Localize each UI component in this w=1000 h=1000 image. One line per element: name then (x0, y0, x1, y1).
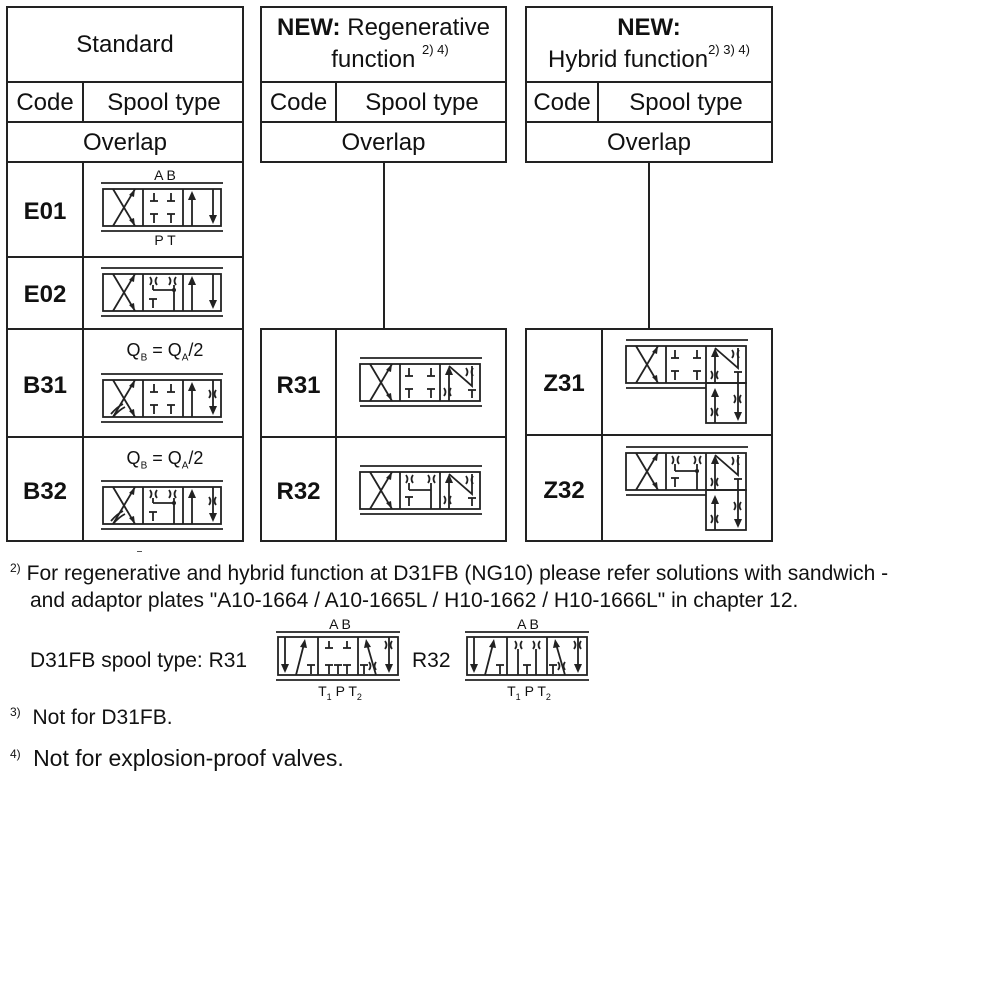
divider (597, 81, 599, 123)
spool-symbol-b31 (101, 373, 223, 423)
connector-line (383, 161, 385, 330)
divider (260, 436, 507, 438)
divider (82, 161, 84, 542)
standard-body (6, 161, 244, 542)
spool-symbol-z31 (625, 339, 748, 424)
spool-code-e02: E02 (23, 281, 67, 308)
hybrid-header-row (525, 81, 773, 123)
stray-mark (137, 551, 142, 552)
hybrid-title-line2: Hybrid function2) 3) 4) (548, 42, 750, 73)
divider (6, 436, 244, 438)
divider (82, 81, 84, 123)
subheader-overlap: Overlap (341, 129, 426, 156)
hybrid-title-line1: NEW: (617, 14, 681, 41)
header-code: Code (269, 89, 328, 116)
spool-code-r32: R32 (276, 478, 321, 505)
d31fb-r31-ports-bottom: T1 P T2 (318, 683, 362, 702)
spool-symbol-r32 (359, 465, 482, 515)
regenerative-title-cell (260, 6, 507, 83)
d31fb-r32-label: R32 (412, 649, 451, 672)
spool-code-z32: Z32 (543, 477, 585, 504)
standard-title-cell (6, 6, 244, 83)
footnote-4: 4) Not for explosion-proof valves. (10, 745, 344, 771)
spool-symbol-b32 (101, 480, 223, 530)
flow-note-b32: QB = QA/2 (126, 448, 204, 472)
d31fb-r32-ports-bottom: T1 P T2 (507, 683, 551, 702)
footnote-3: 3) Not for D31FB. (10, 705, 173, 729)
spool-symbol-z32 (625, 446, 748, 531)
spool-symbol-e01 (101, 182, 223, 232)
flow-note-b31: QB = QA/2 (126, 340, 204, 364)
spool-symbol-e02 (101, 267, 223, 317)
divider (335, 81, 337, 123)
regenerative-overlap-row (260, 121, 507, 163)
header-spool-type: Spool type (107, 89, 221, 116)
spool-symbol-r31 (359, 357, 482, 407)
d31fb-r31-symbol (276, 631, 400, 681)
subheader-overlap: Overlap (606, 129, 692, 156)
divider (335, 328, 337, 542)
subheader-overlap: Overlap (82, 129, 168, 156)
spool-code-r31: R31 (276, 372, 321, 399)
divider (6, 328, 244, 330)
footnote-2-line2: and adaptor plates "A10-1664 / A10-1665L… (30, 589, 799, 612)
spool-code-b32: B32 (22, 478, 68, 505)
spool-code-e01: E01 (23, 198, 67, 225)
d31fb-r32-ports-top: A B (517, 616, 539, 632)
regenerative-title-line2: function 2) 4) (331, 42, 449, 73)
header-spool-type: Spool type (629, 89, 743, 116)
header-spool-type: Spool type (365, 89, 479, 116)
divider (6, 256, 244, 258)
d31fb-r31-ports-top: A B (329, 616, 351, 632)
standard-title: Standard (76, 31, 174, 58)
port-labels-ab: A B (154, 167, 176, 183)
regenerative-title-line1: NEW: Regenerative (277, 14, 490, 41)
footnote-2-line1: 2)For regenerative and hybrid function a… (10, 561, 889, 585)
d31fb-label: D31FB spool type: R31 (30, 649, 248, 672)
spool-code-b31: B31 (22, 372, 68, 399)
port-labels-pt: P T (154, 232, 176, 248)
spool-code-z31: Z31 (543, 370, 585, 397)
header-code: Code (16, 89, 74, 116)
d31fb-r32-symbol (465, 631, 589, 681)
divider (525, 434, 773, 436)
hybrid-title-cell (525, 6, 773, 83)
connector-line (648, 161, 650, 330)
header-code: Code (533, 89, 591, 116)
